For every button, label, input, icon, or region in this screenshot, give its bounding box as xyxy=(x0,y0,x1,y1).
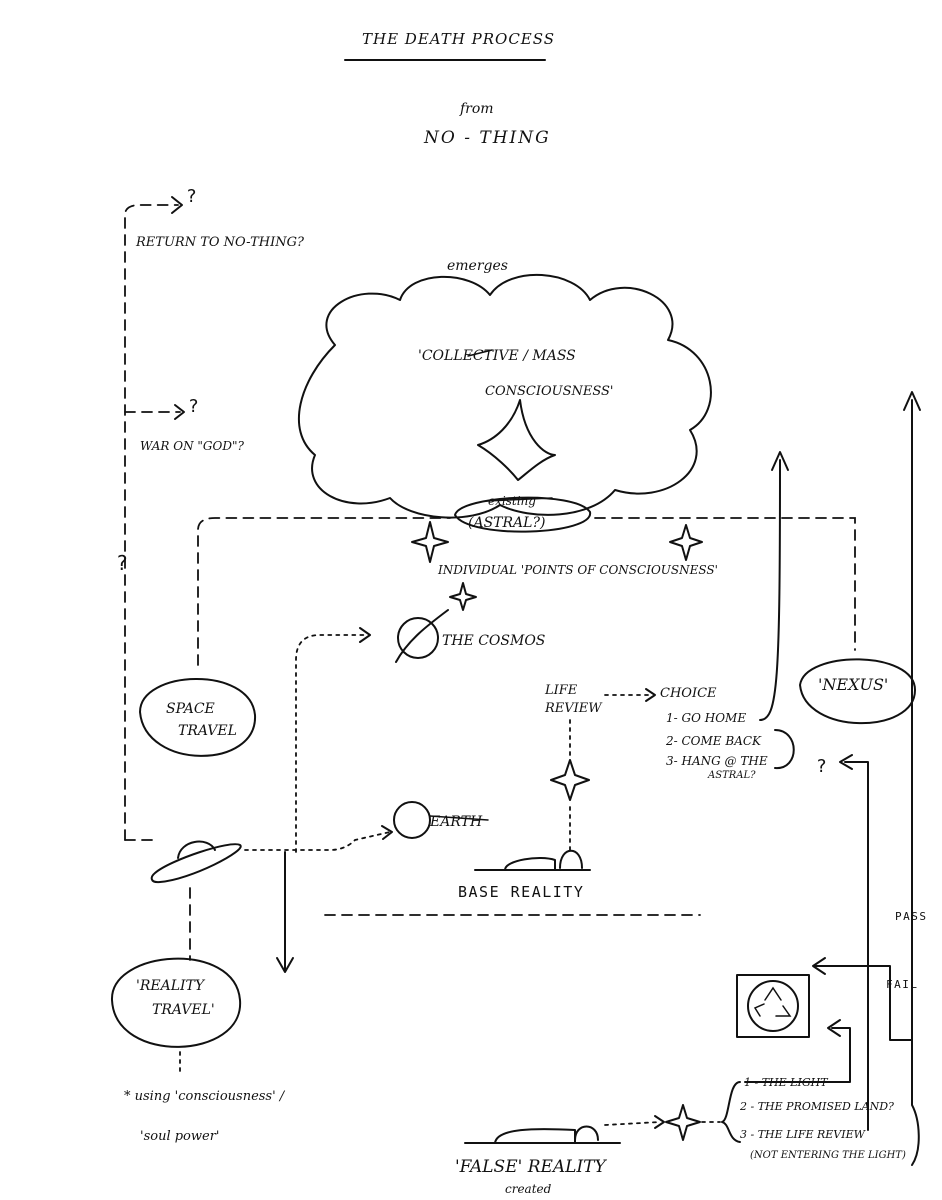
base-reality-label: BASE REALITY xyxy=(458,883,584,901)
origin-label: NO - THING xyxy=(423,128,551,148)
recycle-circle xyxy=(747,980,799,1032)
left-question: ? xyxy=(116,551,130,575)
collective-cloud xyxy=(298,274,712,519)
nexus-oval xyxy=(799,658,916,725)
point-star-center-icon xyxy=(449,582,477,611)
choice-brace xyxy=(774,729,795,770)
false-item-2: 2 - THE PROMISED LAND? xyxy=(739,1100,894,1113)
astral-strike xyxy=(485,497,553,502)
using-line-2: 'soul power' xyxy=(140,1129,220,1144)
return-arrowhead xyxy=(171,196,183,214)
astral-label: (ASTRAL?) xyxy=(468,515,545,531)
false-item-4: (NOT ENTERING THE LIGHT) xyxy=(750,1150,906,1161)
point-star-right-icon xyxy=(669,524,703,561)
false-item-1: 1 - THE LIGHT xyxy=(744,1076,829,1089)
point-star-left-icon xyxy=(411,521,449,563)
ufo-dome xyxy=(177,840,216,859)
cosmos-arrowhead xyxy=(359,627,371,643)
space-travel-line-1: SPACE xyxy=(166,701,215,717)
earth-icon xyxy=(393,801,431,839)
down-arrowhead xyxy=(276,957,294,973)
false-reality-head xyxy=(574,1125,599,1141)
collective-line-1: 'COLLECTIVE / MASS xyxy=(418,348,576,364)
space-travel-upline xyxy=(197,517,451,666)
choice-item-1: 1- GO HOME xyxy=(666,711,746,725)
collective-strike xyxy=(467,349,493,357)
pass-label: PASS xyxy=(895,910,928,923)
recycle-icon xyxy=(753,986,792,1017)
war-label: WAR ON "GOD"? xyxy=(140,439,244,453)
choice-item-2: 2- COME BACK xyxy=(665,734,762,748)
cosmos-label: THE COSMOS xyxy=(442,633,545,649)
nexus-arrowhead xyxy=(839,754,853,770)
reality-travel-oval xyxy=(110,957,242,1048)
earth-arrowhead xyxy=(381,825,393,840)
false-reality-star-icon xyxy=(665,1104,701,1141)
created-label: created xyxy=(505,1182,552,1196)
earth-strike xyxy=(429,815,489,821)
pass-arrowhead xyxy=(903,391,921,411)
go-home-path xyxy=(759,459,781,721)
false-reality-body xyxy=(494,1128,576,1144)
choice-item-4: ASTRAL? xyxy=(707,770,756,781)
war-arrowhead xyxy=(174,404,185,420)
choice-arrowhead xyxy=(645,688,656,702)
return-question: ? xyxy=(186,186,198,207)
false-reality-label: 'FALSE' REALITY xyxy=(455,1157,608,1177)
space-travel-oval xyxy=(139,678,257,757)
recycle-box xyxy=(736,974,810,1038)
base-reality-head xyxy=(559,849,583,869)
diagram-title: THE DEATH PROCESS xyxy=(362,30,555,48)
left-return-path xyxy=(124,204,179,841)
nexus-label: 'NEXUS' xyxy=(818,675,888,694)
emerges-label: emerges xyxy=(447,258,508,274)
ufo-to-earth-path xyxy=(244,831,391,851)
life-review-star-icon xyxy=(550,759,590,801)
astral-struck: existing xyxy=(488,494,536,508)
false-item-3: 3 - THE LIFE REVIEW xyxy=(740,1128,867,1141)
fail-label: FAIL xyxy=(886,978,919,991)
choice-title: CHOICE xyxy=(660,686,717,701)
cosmos-ring xyxy=(395,609,449,663)
fail-path xyxy=(814,965,913,1041)
cosmos-planet-icon xyxy=(397,617,439,659)
base-reality-body xyxy=(504,857,556,871)
choice-item-3: 3- HANG @ THE xyxy=(666,754,768,768)
collective-star-icon xyxy=(477,399,556,481)
go-home-arrowhead xyxy=(771,451,789,471)
nexus-question: ? xyxy=(816,756,828,777)
war-question: ? xyxy=(188,396,200,417)
nexus-upline xyxy=(594,517,856,651)
options-brace xyxy=(721,1081,741,1143)
ufo-to-cosmos-path xyxy=(295,634,366,853)
collective-line-2: CONSCIOUSNESS' xyxy=(485,384,614,399)
pass-path xyxy=(911,399,920,1166)
from-label: from xyxy=(459,101,494,117)
box-arrowhead xyxy=(827,1019,841,1037)
reality-travel-line-2: TRAVEL' xyxy=(152,1002,215,1018)
return-label: RETURN TO NO-THING? xyxy=(135,235,305,250)
reality-travel-line-1: 'REALITY xyxy=(136,978,206,994)
life-review-line-1: LIFE xyxy=(544,683,578,698)
false-star-arrowhead xyxy=(654,1115,665,1129)
light-to-box-path xyxy=(744,1027,851,1083)
false-to-nexus-path xyxy=(844,761,869,1131)
using-line-1: * using 'consciousness' / xyxy=(124,1089,286,1104)
false-to-star-path xyxy=(604,1121,661,1126)
ufo-icon xyxy=(150,843,242,884)
points-label: INDIVIDUAL 'POINTS OF CONSCIOUSNESS' xyxy=(437,563,718,577)
space-travel-line-2: TRAVEL xyxy=(178,723,237,739)
life-review-line-2: REVIEW xyxy=(544,701,603,716)
fail-arrowhead xyxy=(812,957,826,975)
